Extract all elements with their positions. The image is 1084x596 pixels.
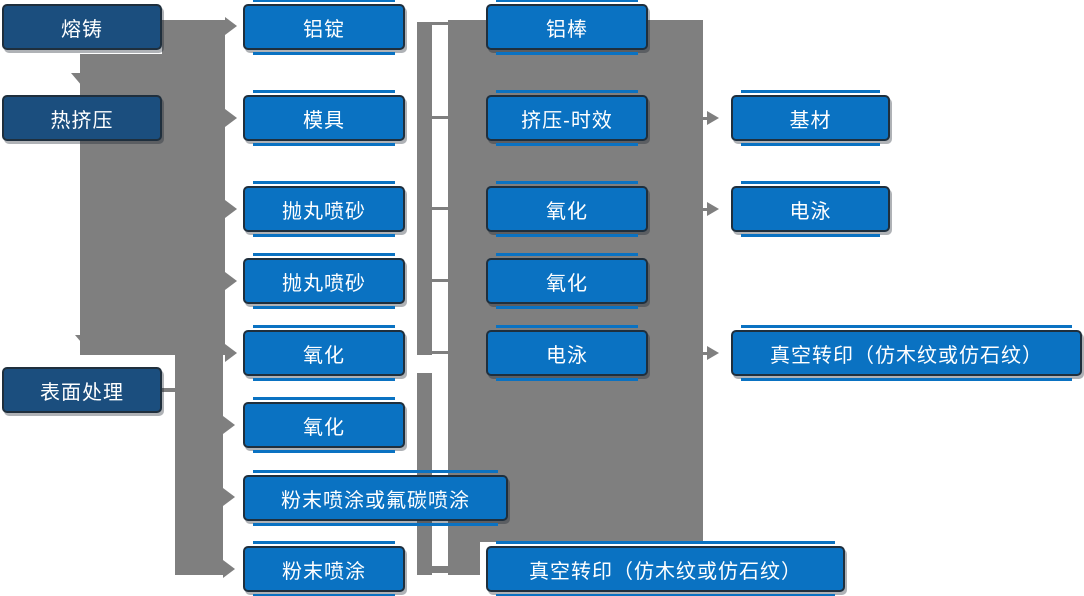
node-oxidation-a1: 氧化 [243, 325, 405, 381]
connector-out-stub-2 [703, 208, 708, 211]
node-melting-casting: 熔铸 [2, 4, 162, 50]
node-shot-blasting-1: 抛丸喷砂 [243, 181, 405, 237]
arrow-to-vacuum-transfer-right [707, 346, 719, 360]
node-substrate: 基材 [731, 90, 890, 146]
node-aluminum-ingot: 铝锭 [243, 0, 405, 55]
node-mold: 模具 [243, 90, 405, 146]
connector-mid-trunk-lower [417, 373, 432, 575]
node-vacuum-transfer-bottom: 真空转印（仿木纹或仿石纹） [486, 541, 845, 596]
node-oxidation-b2: 氧化 [486, 253, 648, 309]
connector-out-stub-3 [703, 352, 708, 355]
node-extrusion-aging: 挤压-时效 [486, 90, 648, 146]
node-electrophoresis-1: 电泳 [486, 325, 648, 381]
connector-stub-bottom [432, 566, 448, 573]
node-surface-treatment: 表面处理 [2, 367, 162, 413]
arrow-down-melting-to-extrusion [71, 73, 93, 86]
connector-stub-row4 [432, 279, 448, 282]
arrow-to-shot-blasting-1 [225, 200, 237, 218]
connector-stub-row5 [432, 351, 448, 354]
arrow-to-powder-fluorocarbon [223, 488, 235, 506]
connector-surface-branch-band [175, 355, 223, 575]
arrow-to-electrophoresis-out [707, 202, 719, 216]
arrow-to-substrate [707, 111, 719, 125]
arrow-to-oxidation-a2 [223, 416, 235, 434]
node-shot-blasting-2: 抛丸喷砂 [243, 253, 405, 309]
node-electrophoresis-2: 电泳 [731, 181, 890, 237]
node-aluminum-rod: 铝棒 [486, 0, 648, 55]
connector-surface-stub [162, 388, 175, 392]
node-oxidation-a2: 氧化 [243, 397, 405, 453]
connector-process-band-tab [448, 542, 480, 575]
node-powder-coating: 粉末喷涂 [243, 541, 405, 596]
connector-stage-top-band [162, 20, 225, 54]
connector-stub-row3 [432, 207, 448, 210]
arrow-to-aluminum-ingot [225, 17, 237, 35]
node-vacuum-transfer-right: 真空转印（仿木纹或仿石纹） [731, 325, 1082, 381]
node-oxidation-b1: 氧化 [486, 181, 648, 237]
arrow-to-mold [225, 109, 237, 127]
connector-stub-row1 [432, 22, 448, 25]
connector-mid-trunk-upper [417, 22, 432, 355]
arrow-to-shot-blasting-2 [225, 272, 237, 290]
connector-stub-row2 [432, 116, 448, 119]
node-powder-or-fluorocarbon-coating: 粉末喷涂或氟碳喷涂 [243, 470, 508, 526]
node-hot-extrusion: 热挤压 [2, 95, 162, 141]
connector-out-stub-1 [703, 117, 708, 120]
arrow-down-to-surface-treatment [75, 335, 109, 355]
arrow-to-powder-coating [223, 560, 235, 578]
arrow-to-oxidation-a1 [225, 344, 237, 362]
